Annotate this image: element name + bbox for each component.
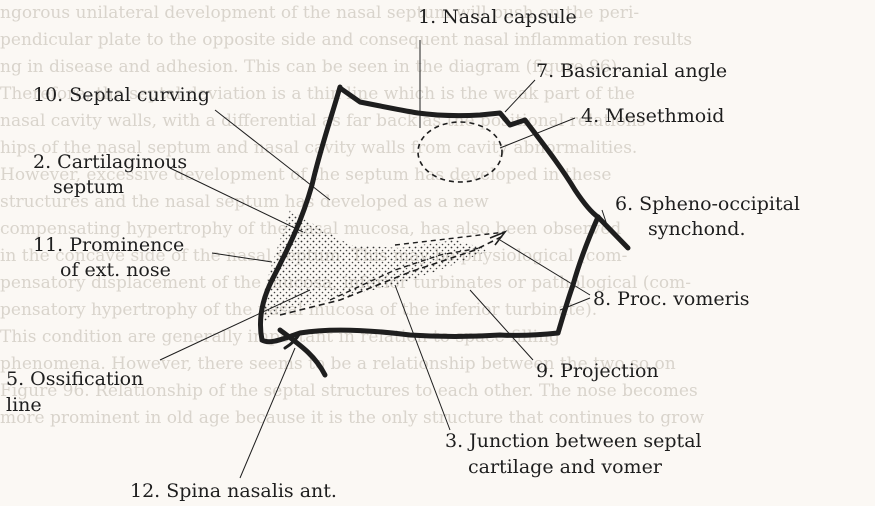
leader-projection: [470, 290, 533, 360]
label-ossification-line2: line: [6, 394, 42, 416]
label-ossification-line1: 5. Ossification: [6, 368, 143, 390]
leader-prominence: [212, 253, 272, 262]
spheno-occipital-line: [598, 217, 628, 248]
label-prominence-line1: 11. Prominence: [33, 234, 184, 256]
label-cartilaginous-line2: septum: [53, 176, 124, 198]
posterior-septal-border: [558, 217, 598, 333]
label-spheno-occipital-line2: synchond.: [648, 218, 745, 240]
label-spheno-occipital-line1: 6. Spheno-occipital: [615, 193, 800, 215]
label-junction-line2: cartilage and vomer: [468, 456, 662, 478]
label-spina-nasalis: 12. Spina nasalis ant.: [130, 480, 337, 502]
leader-basicranial-angle: [505, 80, 535, 112]
leader-septal-curving: [215, 110, 330, 200]
label-prominence-line2: of ext. nose: [60, 259, 171, 281]
label-septal-curving: 10. Septal curving: [33, 84, 210, 106]
leader-ossification: [160, 290, 310, 360]
label-cartilaginous-line1: 2. Cartilaginous: [33, 151, 187, 173]
leader-cartilaginous: [170, 168, 303, 232]
label-junction-line1: 3. Junction between septal: [445, 430, 702, 452]
leader-junction: [395, 285, 450, 430]
label-projection: 9. Projection: [536, 360, 659, 382]
palatal-outline: [262, 330, 558, 342]
label-proc-vomeris: 8. Proc. vomeris: [593, 288, 750, 310]
label-mesethmoid: 4. Mesethmoid: [581, 105, 724, 127]
mesethmoid-ellipse: [418, 122, 502, 182]
label-basicranial-angle: 7. Basicranial angle: [536, 60, 727, 82]
cranial-roof: [340, 88, 598, 217]
leader-spina: [240, 348, 295, 478]
label-nasal-capsule: 1. Nasal capsule: [418, 6, 577, 28]
